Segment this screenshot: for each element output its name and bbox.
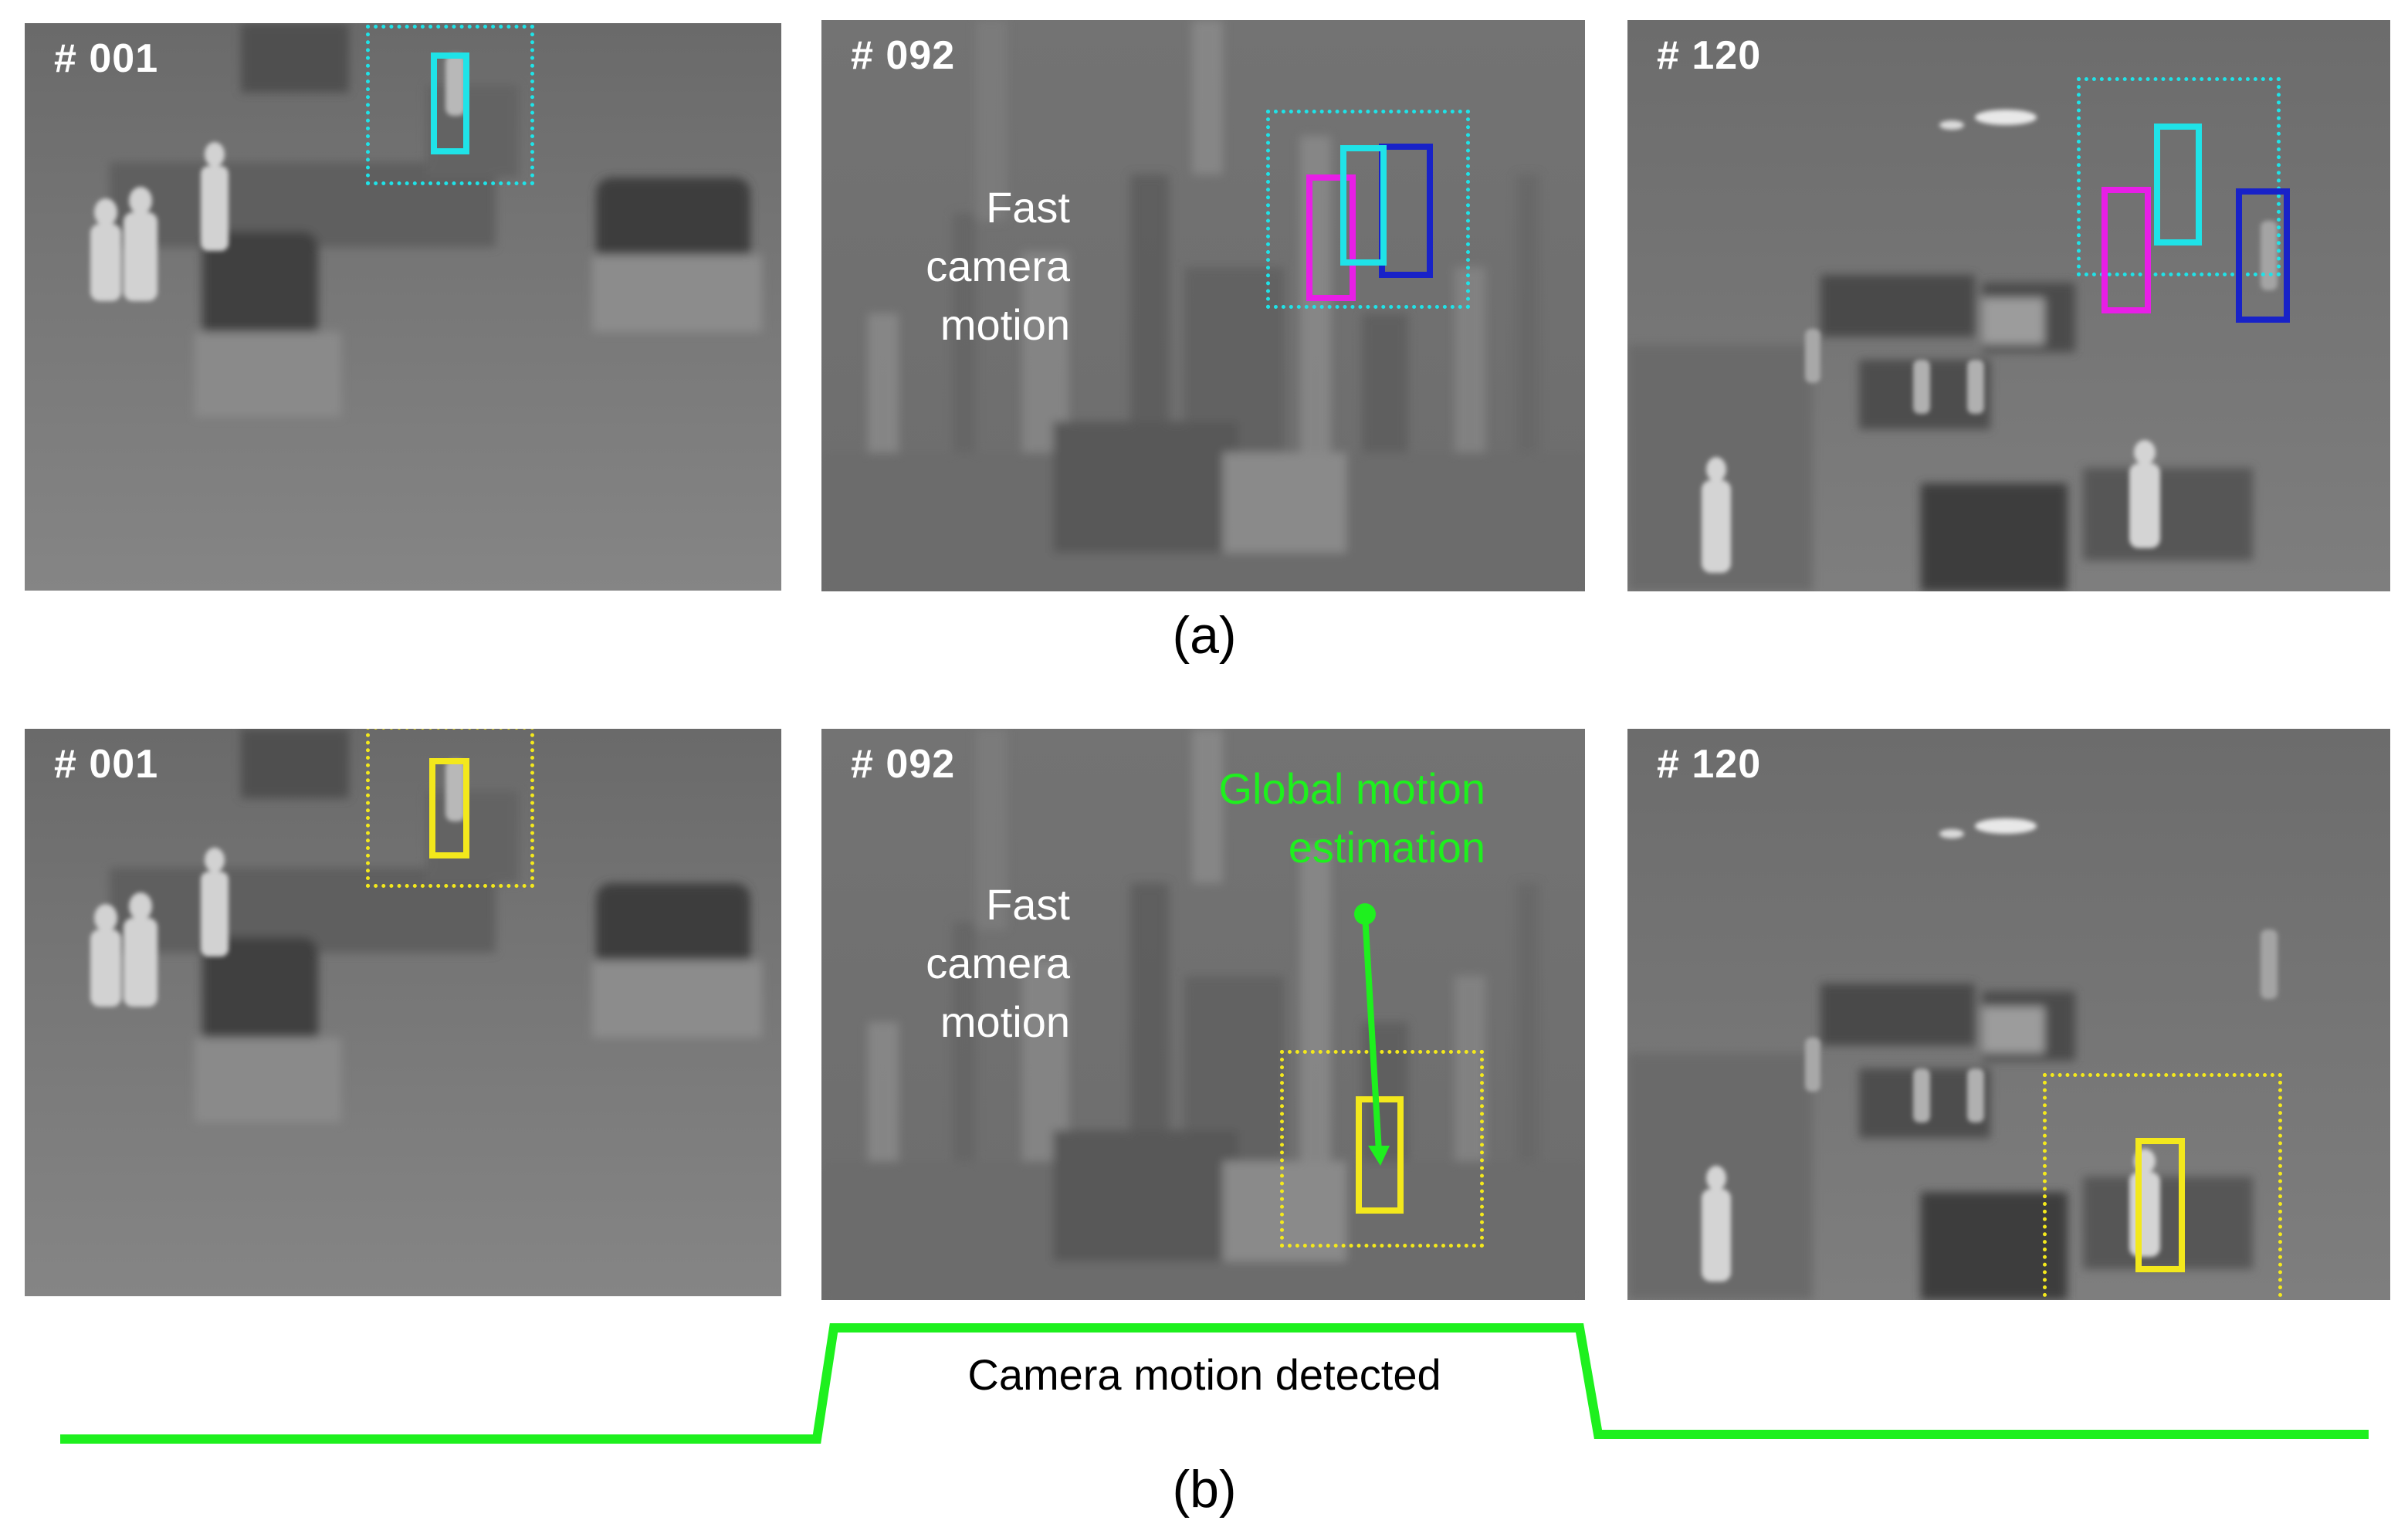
annotation-line: Fast — [986, 183, 1070, 232]
search-region-box — [366, 25, 534, 185]
camera-motion-detected-label: Camera motion detected — [967, 1350, 1441, 1399]
thermal-image — [25, 729, 781, 1296]
tracking-box-cyan — [2154, 124, 2202, 246]
thermal-image — [25, 23, 781, 591]
annotation-line: motion — [940, 300, 1070, 349]
annotation-line: Global motion — [1218, 764, 1485, 813]
frame-b-001: # 001 — [25, 729, 781, 1296]
annotation-line: Fast — [986, 880, 1070, 929]
thermal-image — [1627, 20, 2390, 591]
frame-b-092: # 092 Fast camera motion Global motion e… — [821, 729, 1585, 1300]
tracking-box-yellow — [429, 758, 469, 858]
search-region-box — [2043, 1073, 2282, 1300]
tracking-box-cyan — [1340, 145, 1387, 266]
frame-number: # 001 — [54, 742, 159, 787]
tracking-box-yellow — [2135, 1138, 2185, 1272]
global-motion-arrow-icon — [1354, 903, 1390, 1166]
tracking-box-magenta — [2101, 187, 2151, 313]
search-region-box — [366, 729, 534, 888]
fast-camera-motion-label: Fast camera motion — [845, 178, 1070, 354]
frame-number: # 120 — [1657, 742, 1762, 787]
annotation-line: estimation — [1288, 823, 1485, 872]
frame-number: # 092 — [851, 742, 956, 787]
annotation-line: camera — [926, 242, 1070, 290]
thermal-image — [821, 729, 1585, 1300]
annotation-line: camera — [926, 939, 1070, 987]
frame-b-120: # 120 — [1627, 729, 2390, 1300]
thermal-image — [1627, 729, 2390, 1300]
frame-number: # 092 — [851, 33, 956, 78]
frame-a-092: # 092 Fast camera motion — [821, 20, 1585, 591]
tracking-box-blue — [1379, 144, 1433, 278]
frame-a-120: # 120 — [1627, 20, 2390, 591]
frame-number: # 001 — [54, 36, 159, 81]
subfigure-caption-a: (a) — [1172, 606, 1237, 665]
subfigure-caption-b: (b) — [1172, 1460, 1237, 1519]
frame-number: # 120 — [1657, 33, 1762, 78]
camera-motion-signal — [60, 1323, 2369, 1444]
tracking-box-yellow — [1356, 1096, 1404, 1214]
annotation-line: motion — [940, 997, 1070, 1046]
global-motion-estimation-label: Global motion estimation — [1146, 760, 1485, 877]
search-region-box — [1266, 110, 1470, 309]
search-region-box — [2077, 77, 2281, 276]
tracking-box-blue — [2236, 188, 2290, 323]
tracking-box-magenta — [1306, 174, 1356, 301]
search-region-box — [1280, 1050, 1484, 1248]
frame-a-001: # 001 — [25, 23, 781, 591]
fast-camera-motion-label: Fast camera motion — [845, 875, 1070, 1051]
tracking-box-cyan — [431, 52, 469, 154]
